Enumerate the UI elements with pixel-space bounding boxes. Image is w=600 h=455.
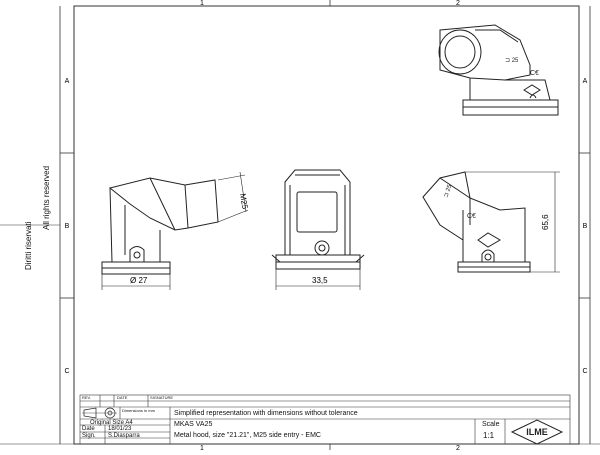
height-dimension: 65,6	[541, 214, 550, 230]
ilme-logo-icon: ILME	[510, 419, 564, 445]
sign-label: Sign.	[82, 433, 96, 439]
sign-value: S.Diasparra	[108, 433, 140, 439]
diameter-dimension: Ø 27	[130, 276, 148, 285]
logo-text: ILME	[526, 427, 548, 437]
column-label-2: 2	[456, 0, 460, 7]
column-label-1-bottom: 1	[200, 445, 204, 450]
svg-text:⊐ 25: ⊐ 25	[505, 58, 519, 64]
front-view	[271, 169, 365, 290]
row-label-a: A	[65, 78, 70, 85]
svg-text:C€: C€	[467, 213, 476, 220]
date-header: DATE	[117, 395, 128, 400]
title-block	[79, 394, 571, 445]
thread-dimension: M25	[238, 193, 250, 210]
product-code: MKAS VA25	[174, 421, 213, 428]
side-notes: All rights reserved Diritti riservati	[2, 150, 62, 300]
product-description: Metal hood, size "21.21", M25 side entry…	[174, 432, 321, 439]
rights-reserved-it: Diritti riservati	[24, 221, 33, 270]
column-label-2-bottom: 2	[456, 445, 460, 450]
svg-text:⊐ 25: ⊐ 25	[443, 183, 453, 198]
date-label: Date	[82, 426, 95, 432]
tolerance-note: Simplified representation with dimension…	[174, 410, 358, 417]
left-view	[101, 171, 249, 290]
scale-value: 1:1	[483, 431, 495, 440]
row-label-b: B	[65, 223, 70, 230]
dimensions-unit: Dimensions in mm	[122, 408, 155, 413]
right-view: ⊐ 25 C€	[422, 171, 560, 273]
signature-header: SIGNATURE	[150, 395, 174, 400]
isometric-view: ⊐ 25 C€	[438, 24, 559, 116]
row-label-c-right: C	[582, 368, 587, 375]
row-label-c: C	[64, 368, 69, 375]
rights-reserved-en: All rights reserved	[42, 165, 51, 230]
column-label-1: 1	[200, 0, 204, 7]
scale-label: Scale	[482, 421, 500, 428]
row-label-a-right: A	[583, 78, 588, 85]
original-size: Original Size A4	[90, 420, 133, 426]
svg-text:C€: C€	[530, 70, 539, 77]
width-dimension: 33,5	[312, 276, 328, 285]
projection-symbol-icon	[82, 407, 117, 419]
rev-header: REV.	[82, 395, 91, 400]
row-label-b-right: B	[583, 223, 588, 230]
date-value: 18/01/23	[108, 426, 132, 432]
